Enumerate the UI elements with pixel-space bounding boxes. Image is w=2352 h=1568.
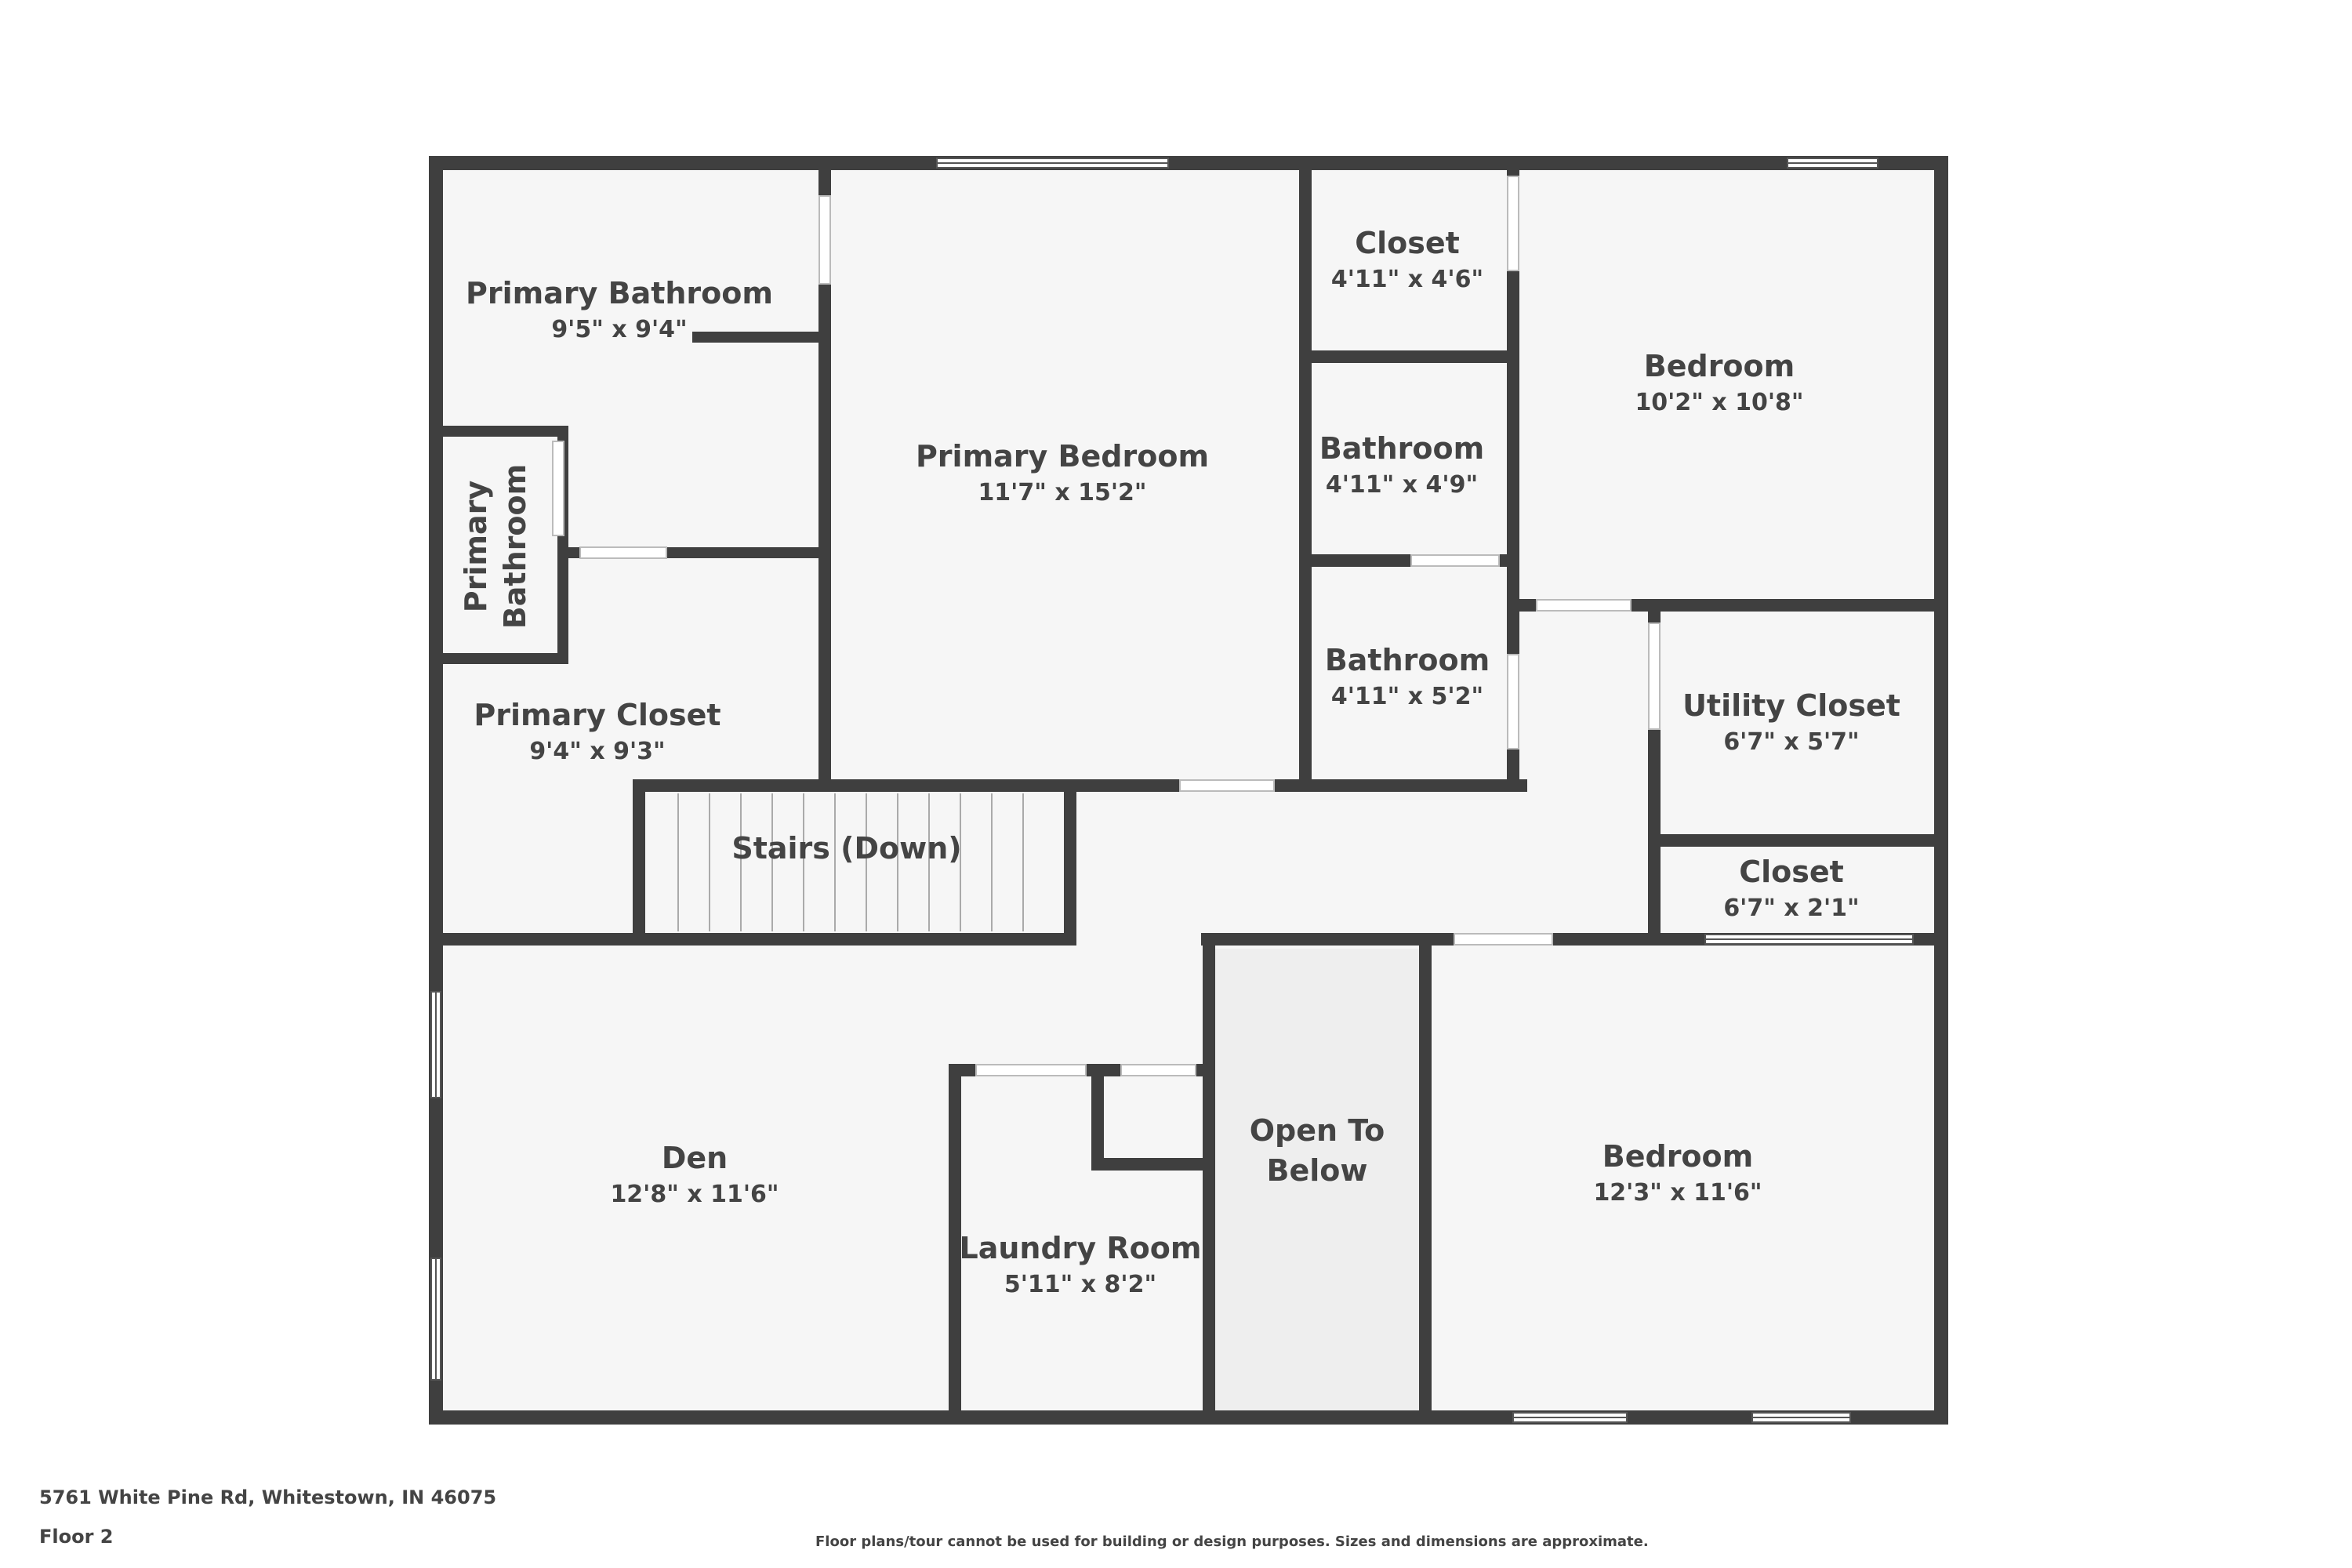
closet-small-dims: 6'7" x 2'1" (1723, 895, 1859, 922)
disclaimer-text: Floor plans/tour cannot be used for buil… (815, 1534, 1649, 1550)
open-to-below-area (1215, 949, 1424, 1414)
room-labels: Primary Bathroom 9'5" x 9'4" Primary Bat… (459, 226, 1900, 1298)
address-text: 5761 White Pine Rd, Whitestown, IN 46075 (39, 1486, 497, 1508)
closet-small-name: Closet (1739, 855, 1844, 889)
primary-bathroom-small-line1: Primary (459, 481, 493, 613)
stair-treads (677, 793, 1024, 931)
primary-closet-dims: 9'4" x 9'3" (529, 738, 665, 765)
bathroom-2-name: Bathroom (1325, 643, 1490, 677)
bathroom-2-dims: 4'11" x 5'2" (1331, 683, 1483, 710)
primary-bedroom-dims: 11'7" x 15'2" (978, 479, 1146, 506)
open-below-line1: Open To (1250, 1113, 1385, 1148)
bedroom-bottom-name: Bedroom (1602, 1139, 1754, 1174)
bedroom-top-name: Bedroom (1644, 349, 1795, 383)
closet-top-dims: 4'11" x 4'6" (1331, 266, 1483, 293)
bedroom-bottom-dims: 12'3" x 11'6" (1593, 1179, 1762, 1207)
closet-top-name: Closet (1355, 226, 1460, 260)
bedroom-top-dims: 10'2" x 10'8" (1635, 389, 1803, 416)
laundry-name: Laundry Room (960, 1231, 1202, 1265)
laundry-dims: 5'11" x 8'2" (1004, 1271, 1156, 1298)
bathroom-1-dims: 4'11" x 4'9" (1326, 471, 1478, 499)
exterior-wall (429, 156, 1948, 1425)
stairs-name: Stairs (Down) (731, 831, 961, 866)
primary-bathroom-dims: 9'5" x 9'4" (551, 316, 687, 343)
bathroom-1-name: Bathroom (1319, 431, 1484, 466)
primary-bedroom-name: Primary Bedroom (916, 439, 1209, 474)
den-name: Den (662, 1141, 728, 1175)
primary-bathroom-small-line2: Bathroom (498, 464, 532, 629)
openings (552, 176, 1661, 1076)
primary-closet-name: Primary Closet (474, 698, 720, 732)
windows (430, 158, 1914, 1423)
den-dims: 12'8" x 11'6" (610, 1181, 779, 1208)
open-below-line2: Below (1267, 1153, 1368, 1188)
primary-bathroom-name: Primary Bathroom (466, 276, 773, 310)
utility-closet-dims: 6'7" x 5'7" (1723, 728, 1859, 756)
floor-label: Floor 2 (39, 1526, 114, 1548)
utility-closet-name: Utility Closet (1682, 688, 1900, 723)
